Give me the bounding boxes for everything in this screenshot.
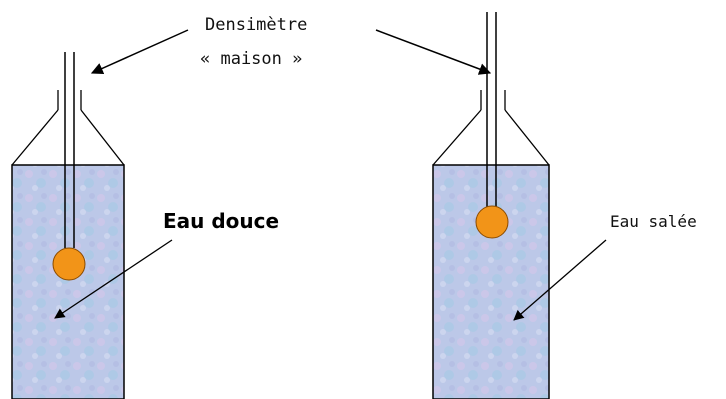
densimetre-label-line1: Densimètre [205,15,307,35]
arrow-fresh-water [54,239,173,319]
salt-water-container [432,12,550,399]
arrow-salt-water [513,239,607,321]
salt-neck-right [504,109,550,166]
fresh-water-container [11,52,125,399]
salt-neck-left [432,109,482,166]
salt-water-body [432,164,550,399]
densimetre-label-line2: « maison » [200,49,302,69]
arrow-to-left-densimeter [90,29,189,75]
fresh-water-body [11,164,125,399]
salt-densimeter [475,12,509,239]
arrow-to-right-densimeter [375,29,492,75]
fresh-neck-left [11,109,59,166]
salt-bulb [475,205,509,239]
salt-water-label: Eau salée [610,212,697,231]
fresh-bulb [52,247,86,281]
fresh-water-label: Eau douce [163,209,279,233]
fresh-neck-right [80,109,125,166]
fresh-densimeter [52,52,86,281]
